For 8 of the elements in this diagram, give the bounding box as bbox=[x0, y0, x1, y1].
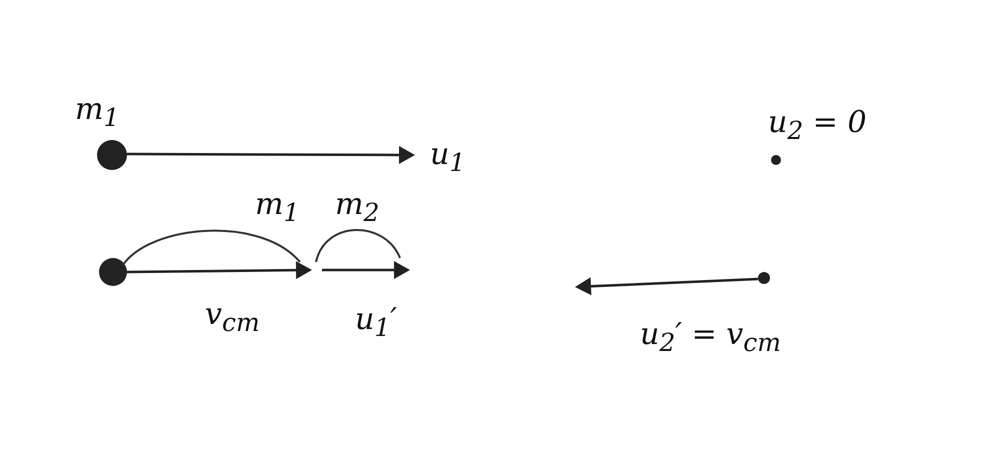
velocity-label: v$_{cm}$ bbox=[205, 300, 260, 335]
velocity-label: u$_{1}$ bbox=[430, 140, 466, 175]
velocity-label: u$_{2}$ = 0 bbox=[768, 108, 867, 143]
velocity-label: u$_{2}$′ = v$_{cm}$ bbox=[640, 320, 781, 355]
mass-label: m$_{2}$ bbox=[335, 190, 380, 225]
mass-label: m$_{1}$ bbox=[255, 190, 300, 225]
velocity-label: u$_{1}$′ bbox=[355, 305, 398, 340]
mass-label: m$_{1}$ bbox=[75, 95, 120, 130]
